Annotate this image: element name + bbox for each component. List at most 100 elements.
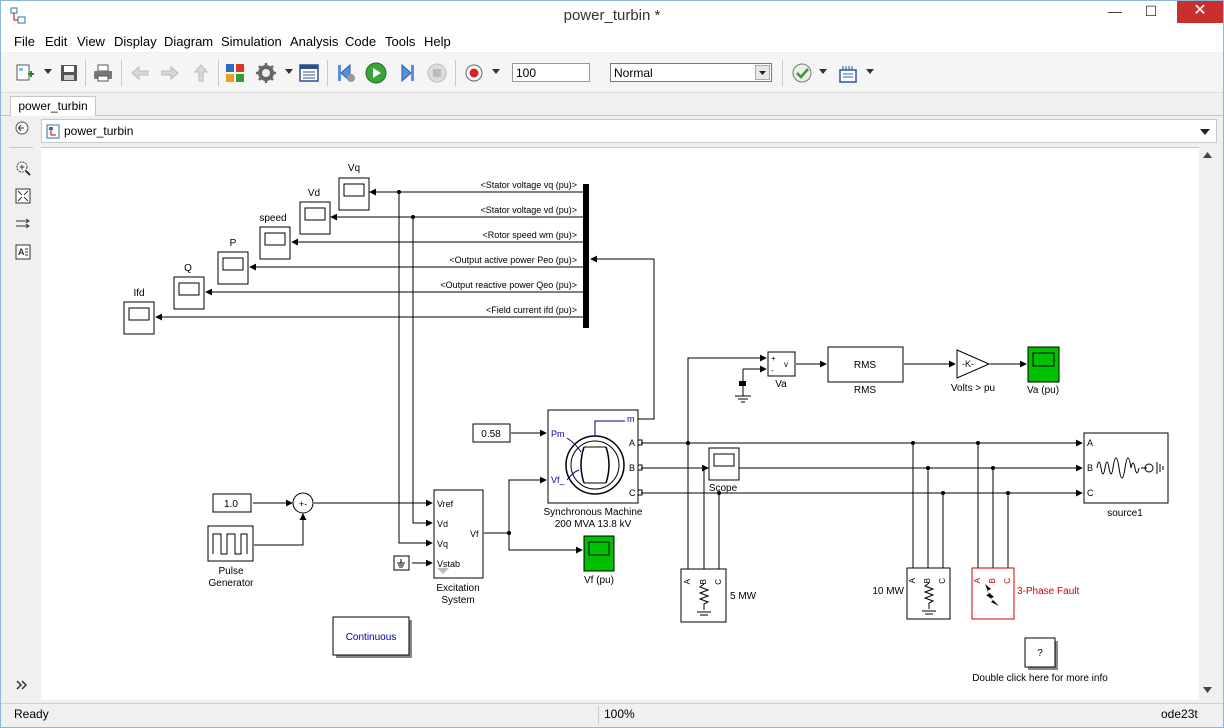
ground-icon [735, 395, 751, 403]
maximize-button[interactable]: ☐ [1135, 1, 1167, 23]
synchronous-machine-block[interactable]: Pm Vf_ m A B C Synchronous Machine 200 M… [544, 409, 643, 530]
exc-vref-port: Vref [437, 499, 454, 509]
signal-routing-icon[interactable] [15, 216, 31, 232]
stabilizer-ground-block[interactable] [393, 555, 410, 571]
zoom-level: 100% [604, 707, 635, 721]
model-advisor-button[interactable] [791, 62, 813, 84]
menu-edit[interactable]: Edit [45, 34, 68, 49]
stop-time-input[interactable] [512, 63, 590, 82]
vref-constant-block[interactable]: 1.0 [212, 493, 252, 513]
chevron-down-icon [755, 65, 770, 80]
pulse-generator-block[interactable]: Pulse Generator [207, 525, 254, 589]
model-advisor-dropdown[interactable] [819, 69, 827, 74]
sum-block[interactable]: +- [292, 492, 314, 514]
scroll-up-icon[interactable] [1202, 151, 1213, 159]
minimize-button[interactable]: — [1099, 1, 1131, 23]
stop-button[interactable] [426, 62, 448, 84]
scope-ifd-block[interactable]: Ifd [123, 288, 155, 335]
block-diagram-canvas[interactable]: <Stator voltage vq (pu)> <Stator voltage… [41, 147, 1199, 700]
stop-icon [427, 63, 447, 83]
menu-help[interactable]: Help [424, 34, 451, 49]
model-explorer-icon [299, 64, 319, 82]
scope-p-block[interactable]: P [217, 238, 249, 285]
menu-tools[interactable]: Tools [385, 34, 416, 49]
signal-label-wm: <Rotor speed wm (pu)> [482, 230, 577, 240]
menu-diagram[interactable]: Diagram [164, 34, 214, 49]
scope-vq-block[interactable]: Vq [338, 163, 370, 211]
scope-vd-block[interactable]: Vd [299, 188, 331, 235]
zoom-icon[interactable] [15, 160, 31, 176]
load-10mw-block[interactable]: A B C 10 MW [872, 567, 951, 620]
load5-b-port: B [699, 579, 708, 584]
scope-block[interactable]: Scope [708, 447, 740, 494]
chevron-down-icon[interactable] [1200, 129, 1210, 135]
tab-power-turbin[interactable]: power_turbin [10, 96, 96, 116]
fit-to-view-icon[interactable] [15, 188, 31, 204]
powergui-continuous-block[interactable]: Continuous [332, 616, 412, 658]
new-model-dropdown[interactable] [44, 69, 52, 74]
menu-code[interactable]: Code [345, 34, 377, 49]
annotation-icon[interactable]: A [15, 244, 31, 260]
source1-label: source1 [1107, 508, 1143, 519]
help-question-mark: ? [1037, 648, 1043, 659]
build-button[interactable] [837, 62, 859, 84]
source-c-port: C [1087, 488, 1094, 498]
toolbar-separator [121, 60, 122, 86]
scope-speed-label: speed [259, 213, 286, 224]
three-phase-fault-block[interactable]: A B C 3-Phase Fault [971, 567, 1079, 620]
source-a-port: A [1087, 438, 1093, 448]
machine-pm-port: Pm [551, 429, 565, 439]
scope-va-pu-block[interactable]: Va (pu) [1027, 346, 1060, 396]
gain-block[interactable]: -K- Volts > pu [951, 349, 995, 394]
build-dropdown[interactable] [866, 69, 874, 74]
voltage-measurement-block[interactable]: + - v Va [767, 351, 796, 390]
menu-file[interactable]: File [14, 34, 35, 49]
help-info-block[interactable]: ? Double click here for more info [972, 637, 1108, 684]
scroll-down-icon[interactable] [1202, 686, 1213, 694]
model-config-button[interactable] [255, 62, 277, 84]
library-browser-button[interactable] [224, 62, 246, 84]
scope-q-block[interactable]: Q [173, 263, 205, 310]
vertical-scrollbar[interactable] [1199, 147, 1216, 700]
step-forward-button[interactable] [395, 62, 417, 84]
load-5mw-block[interactable]: A B C 5 MW [680, 568, 757, 623]
rms-block[interactable]: RMS RMS [827, 346, 904, 396]
breadcrumb[interactable]: power_turbin [41, 119, 1217, 143]
save-button[interactable] [58, 62, 80, 84]
scope-vf-pu-block[interactable]: Vf (pu) [583, 535, 615, 586]
expand-palette-icon[interactable] [15, 679, 29, 691]
menu-simulation[interactable]: Simulation [221, 34, 282, 49]
model-explorer-button[interactable] [298, 62, 320, 84]
close-button[interactable]: ✕ [1177, 1, 1223, 23]
toolbar-separator [327, 60, 328, 86]
load10-b-port: B [923, 578, 932, 583]
scope-va-pu-label: Va (pu) [1027, 385, 1059, 396]
scope-speed-block[interactable]: speed [259, 213, 291, 260]
excitation-system-block[interactable]: Vref Vd Vq Vstab Vf Excitation System [433, 489, 484, 606]
record-dropdown[interactable] [492, 69, 500, 74]
source1-block[interactable]: A B C source1 [1083, 432, 1169, 519]
simulation-mode-select[interactable]: Normal [610, 63, 772, 82]
forward-icon [161, 65, 179, 81]
load5-label: 5 MW [730, 591, 757, 602]
up-button[interactable] [190, 62, 212, 84]
hide-browser-icon[interactable] [15, 121, 29, 135]
scope-vd-label: Vd [308, 188, 320, 199]
gain-block-label: Volts > pu [951, 383, 995, 394]
pm-constant-block[interactable]: 0.58 [472, 423, 511, 443]
run-button[interactable] [365, 62, 387, 84]
model-config-dropdown[interactable] [285, 69, 293, 74]
back-button[interactable] [129, 62, 151, 84]
print-button[interactable] [92, 62, 114, 84]
new-model-button[interactable] [14, 62, 36, 84]
exc-label-1: Excitation [436, 583, 479, 594]
step-back-button[interactable] [335, 62, 357, 84]
bus-selector[interactable] [583, 184, 589, 328]
forward-button[interactable] [159, 62, 181, 84]
menu-display[interactable]: Display [114, 34, 157, 49]
machine-c-port: C [629, 488, 636, 498]
menu-analysis[interactable]: Analysis [290, 34, 339, 49]
record-button[interactable] [463, 62, 485, 84]
menu-view[interactable]: View [77, 34, 105, 49]
